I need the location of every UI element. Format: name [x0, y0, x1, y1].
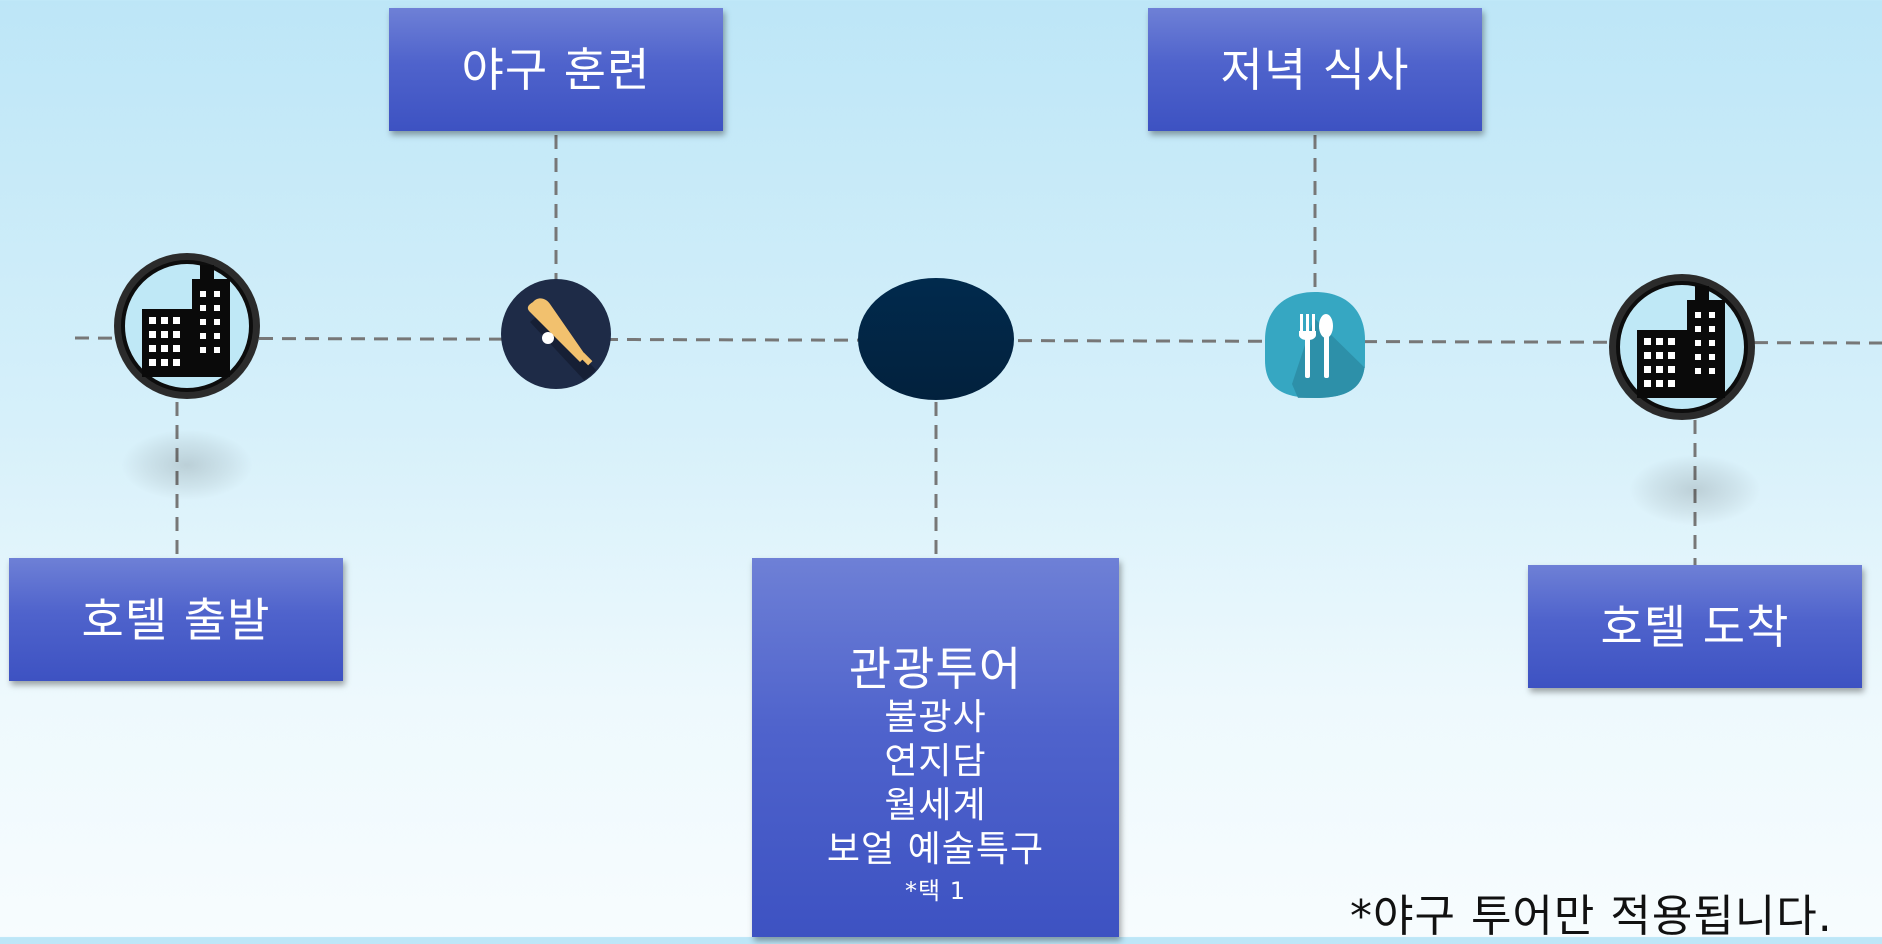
- step-label: 야구 훈련: [461, 42, 651, 97]
- fork-spoon-icon: [1265, 292, 1365, 398]
- step-label: 저녁 식사: [1220, 42, 1410, 97]
- step-label: 호텔 출발: [81, 592, 271, 647]
- building-icon: [114, 253, 260, 399]
- tour-option: 월세계: [884, 785, 987, 826]
- step-box-baseball-training: 야구 훈련: [389, 8, 723, 131]
- building-icon: [1609, 274, 1755, 420]
- step-box-hotel-departure: 호텔 출발: [9, 558, 343, 681]
- node-shadow: [1630, 455, 1760, 525]
- node-shadow: [122, 430, 252, 500]
- tour-note: *택 1: [905, 877, 966, 905]
- footnote: *야구 투어만 적용됩니다.: [1350, 891, 1833, 942]
- step-box-hotel-arrival: 호텔 도착: [1528, 565, 1862, 688]
- tour-option: 불광사: [884, 697, 987, 738]
- tour-option: 보얼 예술특구: [826, 829, 1045, 870]
- step-box-sightseeing-tour: 관광투어 불광사 연지담 월세계 보얼 예술특구 *택 1: [752, 558, 1119, 937]
- step-box-dinner: 저녁 식사: [1148, 8, 1482, 131]
- tour-option: 연지담: [884, 741, 987, 782]
- baseball-bat-icon: [501, 279, 611, 389]
- dark-oval-icon: [858, 278, 1014, 400]
- step-label: 호텔 도착: [1600, 599, 1790, 654]
- step-label: 관광투어: [848, 642, 1023, 696]
